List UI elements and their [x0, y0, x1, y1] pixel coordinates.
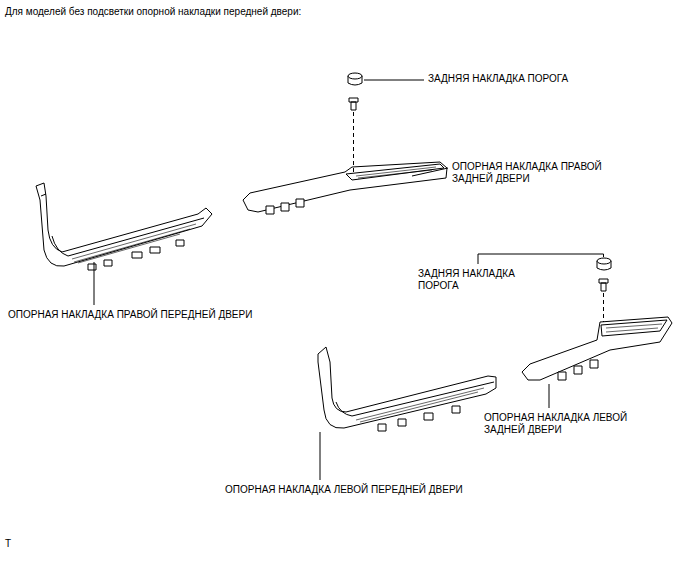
part-label: ЗАДНЯЯ НАКЛАДКА ПОРОГА: [418, 268, 538, 292]
part-label: ОПОРНАЯ НАКЛАДКА ПРАВОЙ ЗАДНЕЙ ДВЕРИ: [452, 161, 632, 185]
cap-and-clip: [348, 73, 362, 172]
right-rear-plate: [243, 162, 447, 214]
part-label: ЗАДНЯЯ НАКЛАДКА ПОРОГА: [428, 73, 568, 85]
figure-code: T: [5, 538, 11, 550]
heading: Для моделей без подсветки опорной наклад…: [5, 6, 301, 18]
left-rear-plate: [522, 317, 672, 380]
part-label: ОПОРНАЯ НАКЛАДКА ПРАВОЙ ПЕРЕДНЕЙ ДВЕРИ: [8, 309, 253, 321]
right-front-plate: [36, 183, 212, 270]
cap-and-clip: [597, 258, 611, 322]
left-front-plate: [318, 347, 496, 431]
part-label: ОПОРНАЯ НАКЛАДКА ЛЕВОЙ ПЕРЕДНЕЙ ДВЕРИ: [225, 484, 463, 496]
part-label: ОПОРНАЯ НАКЛАДКА ЛЕВОЙ ЗАДНЕЙ ДВЕРИ: [484, 412, 664, 436]
